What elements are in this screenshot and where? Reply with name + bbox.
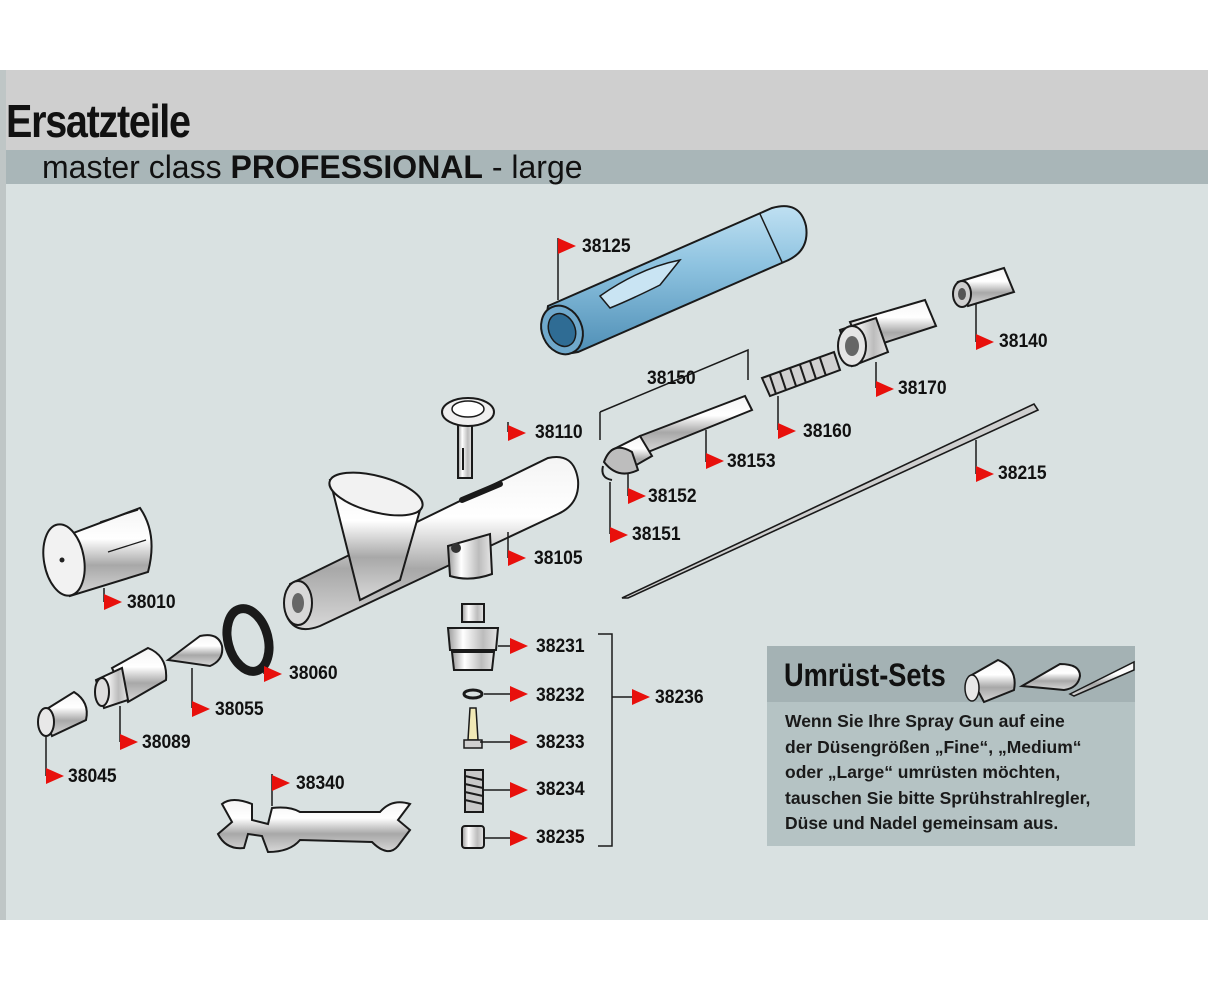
part-crown-cap-38045 — [37, 690, 88, 738]
page-subtitle: master class PROFESSIONAL - large — [42, 150, 583, 184]
part-cap-38010 — [42, 506, 153, 598]
part-guide-38170 — [837, 298, 938, 368]
part-trigger-38110 — [441, 397, 495, 479]
label-38340: 38340 — [296, 773, 345, 794]
subtitle-band — [0, 150, 1208, 184]
umruest-line: Wenn Sie Ihre Spray Gun auf eine — [785, 711, 1065, 731]
label-38160: 38160 — [803, 421, 852, 442]
label-38150: 38150 — [647, 368, 696, 389]
part-washer-38232 — [462, 688, 484, 700]
part-screw-38235 — [461, 825, 485, 849]
umruest-line: der Düsengrößen „Fine“, „Medium“ — [785, 736, 1082, 757]
label-38236: 38236 — [655, 687, 704, 708]
part-oring-38060 — [222, 604, 274, 676]
umruest-line: Düse und Nadel gemeinsam aus. — [785, 813, 1059, 833]
nozzle-set-icons — [964, 658, 1135, 704]
label-38215: 38215 — [998, 463, 1047, 484]
label-38110: 38110 — [535, 422, 583, 443]
umruest-text: Wenn Sie Ihre Spray Gun auf eine der Düs… — [785, 709, 1135, 837]
umruest-box — [767, 646, 1135, 846]
part-nut-38140 — [952, 266, 1016, 308]
label-38089: 38089 — [142, 732, 191, 753]
label-38055: 38055 — [215, 699, 264, 720]
part-nozzle-cap-38089 — [94, 646, 168, 710]
label-38170: 38170 — [898, 378, 947, 399]
part-spring-38160 — [760, 350, 842, 398]
label-38125: 38125 — [582, 236, 631, 257]
label-38233: 38233 — [536, 732, 585, 753]
part-lever-38150 — [601, 394, 754, 481]
part-spring-38234 — [464, 769, 484, 813]
header-band — [0, 70, 1208, 150]
left-edge — [0, 70, 6, 920]
label-38231: 38231 — [536, 636, 585, 657]
label-38105: 38105 — [534, 548, 583, 569]
label-38153: 38153 — [727, 451, 776, 472]
umruest-line: tauschen Sie bitte Sprühstrahlregler, — [785, 787, 1091, 808]
bracket-38236 — [598, 633, 632, 847]
label-38140: 38140 — [999, 331, 1048, 352]
subtitle-model: master class — [42, 149, 231, 185]
label-38152: 38152 — [648, 486, 697, 507]
part-needle-38215 — [621, 402, 1040, 599]
part-wrench-38340 — [216, 799, 412, 854]
part-pin-38233 — [463, 707, 483, 749]
page-title: Ersatzteile — [6, 95, 191, 147]
label-38232: 38232 — [536, 685, 585, 706]
umruest-title: Umrüst-Sets — [784, 657, 946, 693]
part-valve-38231 — [446, 603, 500, 671]
part-nozzle-38055 — [165, 634, 224, 668]
label-38151: 38151 — [632, 524, 681, 545]
umruest-line: oder „Large“ umrüsten möchten, — [785, 762, 1061, 782]
label-38010: 38010 — [127, 592, 176, 613]
bracket-38150 — [599, 348, 749, 440]
label-38045: 38045 — [68, 766, 117, 787]
subtitle-size: - large — [482, 149, 583, 185]
part-body-38105 — [283, 456, 580, 630]
label-38234: 38234 — [536, 779, 585, 800]
label-38060: 38060 — [289, 663, 338, 684]
subtitle-bold: PROFESSIONAL — [230, 149, 483, 185]
label-38235: 38235 — [536, 827, 585, 848]
part-handle-38125 — [540, 205, 808, 356]
